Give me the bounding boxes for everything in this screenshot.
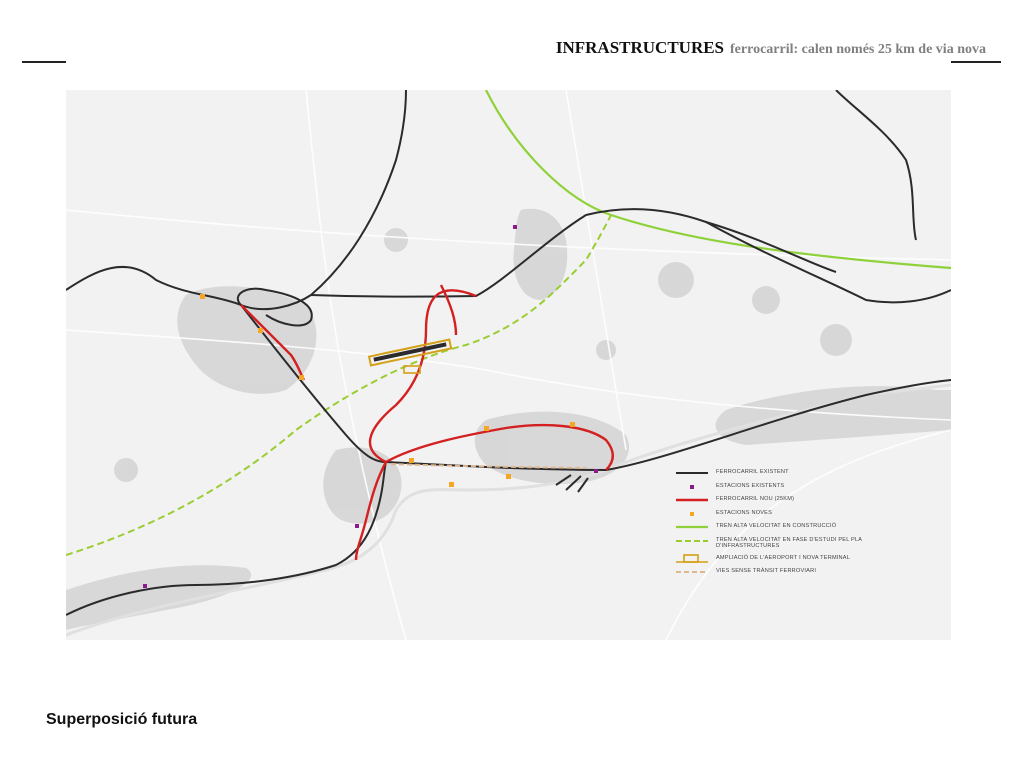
urban-area-dot-2	[752, 286, 780, 314]
legend-label-existing-rail: Ferrocarril existent	[716, 469, 789, 475]
existing-rail-lines	[66, 90, 951, 616]
existing-station-3	[143, 584, 147, 588]
existing-rail-loop	[236, 287, 313, 327]
road-3	[565, 90, 627, 451]
new-station-2	[258, 328, 263, 333]
road-4	[66, 209, 951, 261]
legend-symbol-new-station	[690, 511, 694, 516]
new-station-7	[570, 422, 575, 427]
existing-rail-east	[705, 221, 951, 304]
legend-label-new-rail: Ferrocarril nou (25Km)	[716, 496, 795, 502]
urban-area-dot-3	[384, 228, 408, 252]
new-rail-lines	[240, 284, 614, 561]
road-5	[665, 429, 951, 640]
legend-row-existing-rail: Ferrocarril existent	[676, 468, 936, 482]
existing-rail-north-branch	[310, 90, 407, 296]
existing-stations	[143, 225, 598, 588]
legend-row-no-rail-traffic: Vies sense trànsit ferroviari	[676, 567, 936, 581]
urban-area-dot-6	[596, 340, 616, 360]
legend-symbol-existing-rail	[676, 472, 708, 474]
new-rail-south-branch	[354, 461, 388, 561]
existing-station-1	[513, 225, 517, 229]
legend-symbol-high-speed-study	[676, 539, 708, 542]
existing-rail-central	[310, 208, 837, 298]
existing-station-4	[594, 469, 598, 473]
new-station-3	[299, 375, 304, 380]
legend-row-new-rail: Ferrocarril nou (25Km)	[676, 495, 936, 509]
urban-area-dot-4	[820, 324, 852, 356]
coastline	[66, 383, 951, 637]
urban-area-dot-5	[114, 458, 138, 482]
airport-terminal	[403, 365, 421, 374]
legend-label-high-speed-construction: Tren alta velocitat en construcció	[716, 523, 837, 529]
dock-2	[565, 475, 582, 491]
high-speed-line-study	[66, 214, 612, 556]
existing-rail-ne-branch	[835, 90, 917, 241]
urban-area-southwest-coast	[66, 565, 252, 630]
new-station-1	[200, 294, 205, 299]
urban-area-coastal-city	[474, 411, 630, 485]
new-station-4	[409, 458, 414, 463]
port-docks	[555, 474, 589, 493]
header-subtitle: ferrocarril: calen només 25 km de via no…	[730, 42, 986, 57]
urban-area-east-coast	[715, 386, 951, 445]
legend-label-no-rail-traffic: Vies sense trànsit ferroviari	[716, 568, 817, 574]
new-stations	[200, 294, 575, 487]
road-2	[305, 90, 407, 640]
legend-symbol-existing-station	[690, 484, 694, 489]
no-rail-traffic-track	[390, 463, 587, 469]
new-station-8	[484, 426, 489, 431]
airport-expansion	[367, 338, 453, 374]
legend-label-airport: Ampliació de l'aeroport i nova terminal	[716, 554, 851, 561]
map-caption: Superposició futura	[46, 711, 198, 728]
road-1	[66, 329, 951, 421]
airport-runway	[367, 338, 453, 367]
urban-area-dot-1	[658, 262, 694, 298]
legend-row-airport: Ampliació de l'aeroport i nova terminal	[676, 553, 936, 568]
header-main-title: INFRASTRUCTURES	[555, 38, 725, 57]
urban-area-north-town	[513, 208, 568, 300]
legend-row-high-speed-study: Tren alta velocitat en fase d'estudi pel…	[676, 536, 936, 554]
urban-area-west-city	[177, 286, 317, 394]
urban-area-south-town	[323, 447, 402, 524]
new-rail-airport-loop	[439, 284, 458, 336]
high-speed-line-construction	[485, 90, 951, 270]
map-legend: Ferrocarril existent Estacions existents…	[676, 468, 936, 581]
legend-row-existing-stations: Estacions existents	[676, 482, 936, 496]
existing-rail-southwest	[66, 461, 387, 616]
new-station-5	[449, 482, 454, 487]
road-network	[66, 90, 951, 640]
legend-label-new-stations: Estacions noves	[716, 509, 773, 516]
header-rule-right	[951, 61, 1001, 63]
existing-station-2	[355, 524, 359, 528]
existing-rail-west-north	[66, 265, 312, 311]
legend-symbol-high-speed-construction	[676, 525, 708, 529]
existing-rail-diagonal	[240, 304, 387, 463]
rail-map	[66, 90, 951, 640]
legend-symbol-no-rail-traffic	[676, 571, 708, 573]
header-rule-left	[22, 61, 66, 63]
header-title: INFRASTRUCTURES ferrocarril: calen només …	[556, 38, 986, 58]
new-rail-west-city	[240, 304, 306, 381]
legend-row-new-stations: Estacions noves	[676, 509, 936, 523]
airport-runway-inner	[373, 342, 447, 362]
legend-row-high-speed-construction: Tren alta velocitat en construcció	[676, 522, 936, 536]
urban-areas	[66, 208, 951, 630]
new-station-6	[506, 474, 511, 479]
new-rail-coastal-loop	[385, 423, 614, 471]
dock-3	[577, 477, 589, 493]
new-rail-airport-link	[368, 289, 477, 464]
legend-label-high-speed-study: Tren alta velocitat en fase d'estudi pel…	[716, 536, 862, 550]
legend-symbol-airport-expansion	[676, 553, 708, 563]
legend-symbol-new-rail	[676, 498, 708, 502]
dock-1	[555, 474, 572, 486]
map-svg	[66, 90, 951, 640]
legend-label-existing-stations: Estacions existents	[716, 482, 785, 489]
